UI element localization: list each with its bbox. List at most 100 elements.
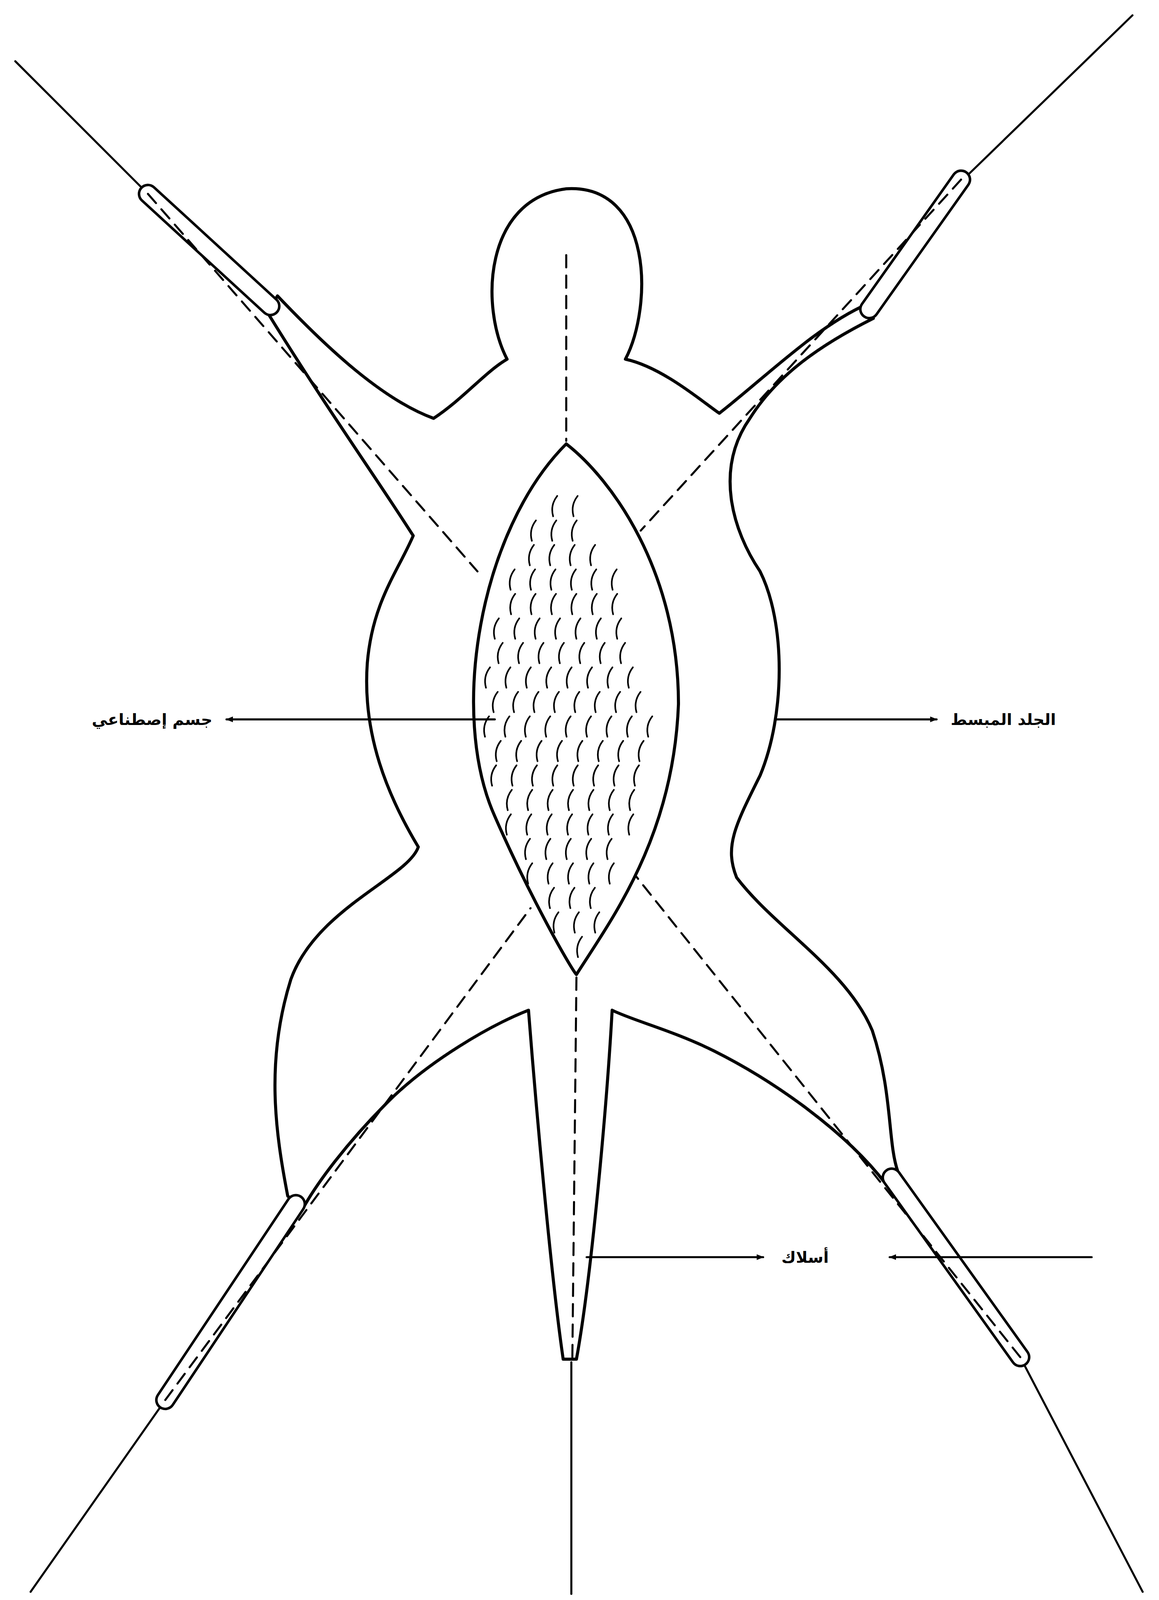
texture-stroke [484, 667, 491, 688]
texture-stroke [575, 618, 581, 639]
texture-stroke [497, 642, 503, 664]
texture-stroke [514, 618, 520, 639]
label-text: الجلد المبسط [946, 708, 1060, 731]
texture-stroke [491, 765, 497, 786]
texture-stroke [565, 716, 572, 737]
texture-stroke [586, 716, 592, 737]
texture-stroke [586, 838, 592, 860]
skin-outline [267, 188, 898, 1360]
texture-stroke [571, 593, 577, 615]
label-text: جسم إصطناعي [87, 708, 217, 731]
texture-stroke [572, 495, 578, 517]
texture-stroke [546, 667, 552, 688]
texture-stroke [594, 912, 600, 933]
texture-stroke [547, 789, 553, 811]
texture-stroke [613, 765, 619, 786]
texture-stroke [608, 789, 615, 811]
texture-stroke [545, 838, 551, 860]
texture-stroke [591, 569, 597, 590]
texture-stroke [536, 740, 542, 762]
texture-stroke [552, 765, 558, 786]
texture-stroke [548, 887, 555, 909]
dashed-guide [148, 179, 1021, 1401]
texture-stroke [533, 691, 539, 713]
texture-stroke [588, 863, 594, 884]
texture-stroke [599, 642, 605, 664]
texture-stroke [629, 789, 635, 811]
texture-stroke [572, 765, 578, 786]
texture-stroke [606, 838, 612, 860]
texture-stroke [571, 569, 577, 590]
texture-stroke [510, 593, 516, 615]
texture-stroke [547, 863, 553, 884]
texture-stroke [627, 667, 634, 688]
label-text: أسلاك [777, 1246, 833, 1268]
texture-stroke [589, 544, 596, 566]
texture-stroke [531, 765, 538, 786]
texture-stroke [545, 716, 551, 737]
texture-stroke [534, 618, 540, 639]
texture-stroke [612, 593, 618, 615]
texture-stroke [628, 814, 634, 835]
texture-stroke [527, 789, 533, 811]
texture-stroke [549, 544, 555, 566]
texture-stroke [593, 765, 599, 786]
texture-stroke [567, 863, 573, 884]
texture-stroke [557, 740, 563, 762]
part-label: أسلاك [777, 1246, 833, 1268]
texture-stroke [530, 593, 536, 615]
texture-stroke [588, 789, 594, 811]
texture-stroke [633, 765, 639, 786]
texture-stroke [573, 912, 579, 933]
texture-stroke [607, 667, 613, 688]
texture-stroke [550, 569, 556, 590]
texture-stroke [505, 667, 511, 688]
texture-stroke [566, 667, 572, 688]
texture-stroke [616, 618, 622, 639]
texture-stroke [619, 642, 626, 664]
texture-stroke [618, 740, 624, 762]
texture-stroke [551, 520, 557, 541]
texture-stroke [608, 814, 614, 835]
texture-stroke [527, 863, 533, 884]
texture-stroke [495, 740, 502, 762]
texture-stroke [589, 887, 596, 909]
texture-stroke [552, 495, 558, 517]
texture-stroke [538, 642, 544, 664]
texture-stroke [516, 740, 522, 762]
graft-texture [484, 495, 653, 958]
texture-stroke [511, 765, 517, 786]
texture-stroke [597, 740, 603, 762]
texture-stroke [571, 520, 577, 541]
texture-stroke [567, 789, 573, 811]
wire-tube [148, 179, 1021, 1401]
texture-stroke [525, 667, 532, 688]
texture-stroke [591, 593, 598, 615]
part-label: الجلد المبسط [946, 708, 1060, 731]
texture-stroke [506, 789, 512, 811]
texture-stroke [528, 544, 534, 566]
texture-stroke [492, 691, 498, 713]
texture-stroke [594, 691, 600, 713]
texture-stroke [569, 887, 575, 909]
texture-stroke [504, 716, 510, 737]
texture-stroke [587, 667, 593, 688]
texture-stroke [567, 814, 573, 835]
texture-stroke [606, 716, 612, 737]
part-label: جسم إصطناعي [87, 708, 217, 731]
wire [15, 15, 1143, 1595]
texture-stroke [529, 569, 536, 590]
texture-stroke [512, 691, 519, 713]
texture-stroke [531, 520, 537, 541]
texture-stroke [611, 569, 617, 590]
texture-stroke [574, 691, 580, 713]
texture-stroke [505, 814, 511, 835]
texture-stroke [608, 863, 615, 884]
leader-arrow [226, 719, 1092, 1258]
texture-stroke [615, 691, 621, 713]
texture-stroke [546, 814, 552, 835]
texture-stroke [638, 740, 644, 762]
texture-stroke [525, 838, 531, 860]
texture-stroke [550, 593, 557, 615]
